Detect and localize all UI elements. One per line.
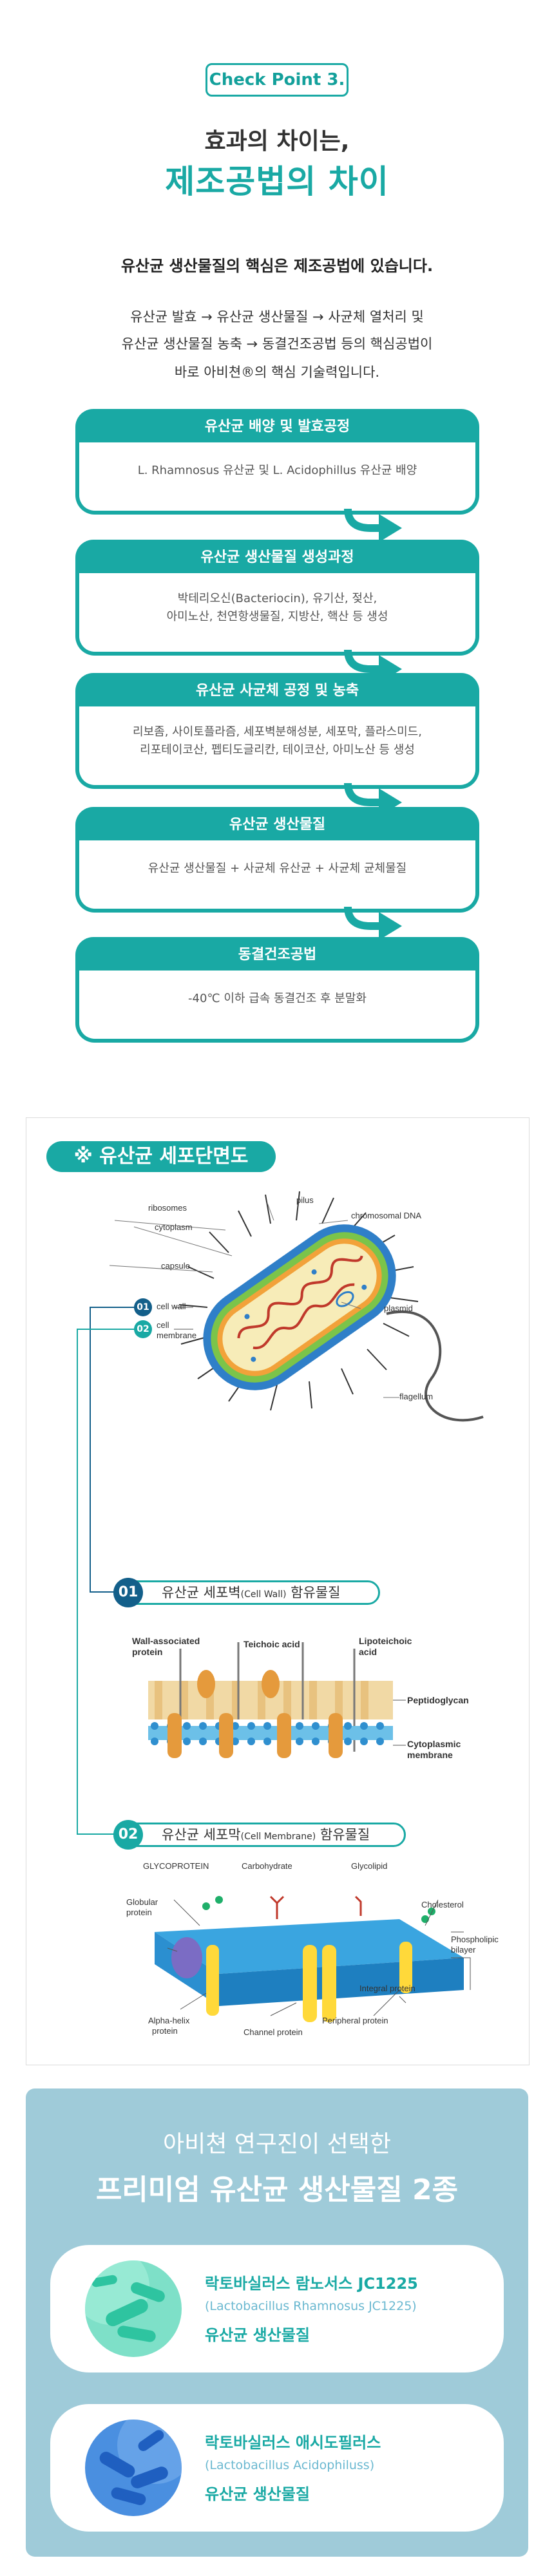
step-line: 유산균 생산물질 + 사균체 유산균 + 사균체 균체물질 [148, 862, 407, 875]
acidophilus-bacteria-image [85, 2420, 182, 2516]
label-glycolipid: Glycolipid [351, 1861, 388, 1871]
label-cytoplasm: cytoplasm [155, 1222, 193, 1232]
step-line: 리보좀, 사이토플라즘, 세포벽분해성분, 세포막, 플라스미드, [133, 725, 422, 739]
label-phospholipid-1: Phospholipic [451, 1935, 499, 1944]
cell-wall-num-circle: 01 [113, 1578, 143, 1607]
step-body: 유산균 생산물질 + 사균체 유산균 + 사균체 균체물질 [75, 840, 479, 913]
label-integral-protein: Integral protein [359, 1984, 416, 1993]
intro-line-2: 유산균 생산물질 농축 → 동결건조공법 등의 핵심공법이 [121, 336, 433, 352]
label-cell-membrane-1: cell [157, 1320, 169, 1330]
step-title: 유산균 배양 및 발효공정 [75, 409, 479, 446]
cell-wall-num-badge: 01 [134, 1298, 152, 1316]
cell-wall-pill: 유산균 세포벽(Cell Wall) 함유물질 [116, 1580, 380, 1605]
step-arrow-icon [344, 907, 402, 940]
label-cell-membrane-2: membrane [157, 1331, 197, 1340]
label-lipoteichoic-2: acid [359, 1647, 377, 1657]
step-body: 박테리오신(Bacteriocin), 유기산, 젖산, 아미노산, 천연항생물… [75, 573, 479, 656]
step-line: 아미노산, 천연항생물질, 지방산, 핵산 등 생성 [166, 610, 388, 623]
cell-wall-title-tail: 함유물질 [286, 1585, 341, 1600]
step-arrow-icon [344, 509, 402, 542]
premium-item-kind: 유산균 생산물질 [205, 2485, 310, 2503]
premium-item-name: 락토바실러스 람노서스 JC1225 [205, 2275, 418, 2293]
step-line: 리포테이코산, 펩티도글리칸, 테이코산, 아미노산 등 생성 [140, 743, 415, 757]
label-lipoteichoic-1: Lipoteichoic [359, 1636, 412, 1646]
step-title: 유산균 생산물질 생성과정 [75, 540, 479, 577]
premium-item-kind: 유산균 생산물질 [205, 2326, 310, 2344]
cell-connector-lines [77, 1307, 193, 1835]
step-line: 박테리오신(Bacteriocin), 유기산, 젖산, [177, 592, 377, 605]
label-channel-protein: Channel protein [244, 2027, 303, 2037]
premium-title-line-1: 아비쳔 연구진이 선택한 [162, 2131, 392, 2157]
intro-bold-text: 유산균 생산물질의 핵심은 제조공법에 있습니다. [120, 257, 434, 275]
cell-membrane-title-tail: 함유물질 [316, 1827, 370, 1842]
label-ribosomes: ribosomes [148, 1203, 187, 1213]
cell-wall-illustration [148, 1642, 406, 1758]
label-flagellum: flagellum [399, 1392, 434, 1401]
label-peripheral-protein: Peripheral protein [322, 2016, 388, 2025]
cell-wall-title: 유산균 세포벽 [162, 1585, 241, 1600]
headline-line-1: 효과의 차이는, [204, 128, 350, 155]
label-cytoplasmic-2: membrane [407, 1750, 453, 1760]
label-glycoprotein: GLYCOPROTEIN [143, 1861, 209, 1871]
label-capsule: capsule [161, 1261, 190, 1271]
step-title: 유산균 사균체 공정 및 농축 [75, 673, 479, 710]
label-globular-1: Globular [126, 1897, 158, 1907]
label-alpha-helix-2: protein [152, 2026, 178, 2036]
step-line: -40℃ 이하 급속 동결건조 후 분말화 [188, 992, 367, 1005]
premium-item-latin: (Lactobacillus Rhamnosus JC1225) [205, 2299, 417, 2313]
label-teichoic-acid: Teichoic acid [244, 1639, 300, 1649]
label-wall-associated-2: protein [132, 1647, 163, 1657]
label-cell-wall: cell wall [157, 1302, 186, 1311]
step-body: L. Rhamnosus 유산균 및 L. Acidophillus 유산균 배… [75, 442, 479, 515]
headline-line-2: 제조공법의 차이 [165, 163, 389, 200]
label-cytoplasmic-1: Cytoplasmic [407, 1739, 461, 1749]
cell-membrane-title-en: (Cell Membrane) [240, 1832, 316, 1842]
step-body: -40℃ 이하 급속 동결건조 후 분말화 [75, 971, 479, 1043]
premium-item-name: 락토바실러스 애시도필러스 [205, 2434, 381, 2452]
rhamnosus-bacteria-image [85, 2260, 182, 2357]
label-carbohydrate: Carbohydrate [242, 1861, 292, 1871]
cell-wall-title-en: (Cell Wall) [240, 1589, 287, 1600]
cell-membrane-title: 유산균 세포막 [162, 1827, 241, 1842]
premium-item-acidophilus: 락토바실러스 애시도필러스 (Lactobacillus Acidophilus… [50, 2404, 504, 2532]
label-cholesterol: Cholesterol [421, 1900, 464, 1909]
step-line: L. Rhamnosus 유산균 및 L. Acidophillus 유산균 배… [137, 464, 417, 477]
cell-section-title: ※ 유산균 세포단면도 [46, 1141, 276, 1172]
premium-item-rhamnosus: 락토바실러스 람노서스 JC1225 (Lactobacillus Rhamno… [50, 2245, 504, 2372]
intro-line-3: 바로 아비쳔®의 핵심 기술력입니다. [174, 365, 380, 380]
intro-line-1: 유산균 발효 → 유산균 생산물질 → 사균체 열처리 및 [130, 309, 424, 325]
bacterium-illustration [109, 1191, 484, 1422]
step-title: 동결건조공법 [75, 937, 479, 974]
cell-membrane-num-badge: 02 [134, 1320, 152, 1338]
label-peptidoglycan: Peptidoglycan [407, 1695, 469, 1705]
label-pilus: pilus [296, 1195, 314, 1205]
label-globular-2: protein [126, 1908, 152, 1917]
label-wall-associated-1: Wall-associated [132, 1636, 200, 1646]
premium-title-line-2: 프리미엄 유산균 생산물질 2종 [95, 2174, 459, 2206]
premium-item-latin: (Lactobacillus Acidophiluss) [205, 2458, 375, 2472]
step-body: 리보좀, 사이토플라즘, 세포벽분해성분, 세포막, 플라스미드, 리포테이코산… [75, 706, 479, 789]
label-alpha-helix-1: Alpha-helix [148, 2016, 190, 2025]
check-point-badge: Check Point 3. [205, 63, 349, 97]
label-chromosomal-dna: chromosomal DNA [351, 1211, 422, 1220]
cell-membrane-illustration [155, 1895, 471, 2022]
label-phospholipid-2: bilayer [451, 1945, 476, 1955]
step-title: 유산균 생산물질 [75, 807, 479, 844]
cell-membrane-pill: 유산균 세포막(Cell Membrane) 함유물질 [116, 1823, 406, 1847]
cell-membrane-num-circle: 02 [113, 1820, 143, 1850]
label-plasmid: plasmid [384, 1303, 413, 1313]
